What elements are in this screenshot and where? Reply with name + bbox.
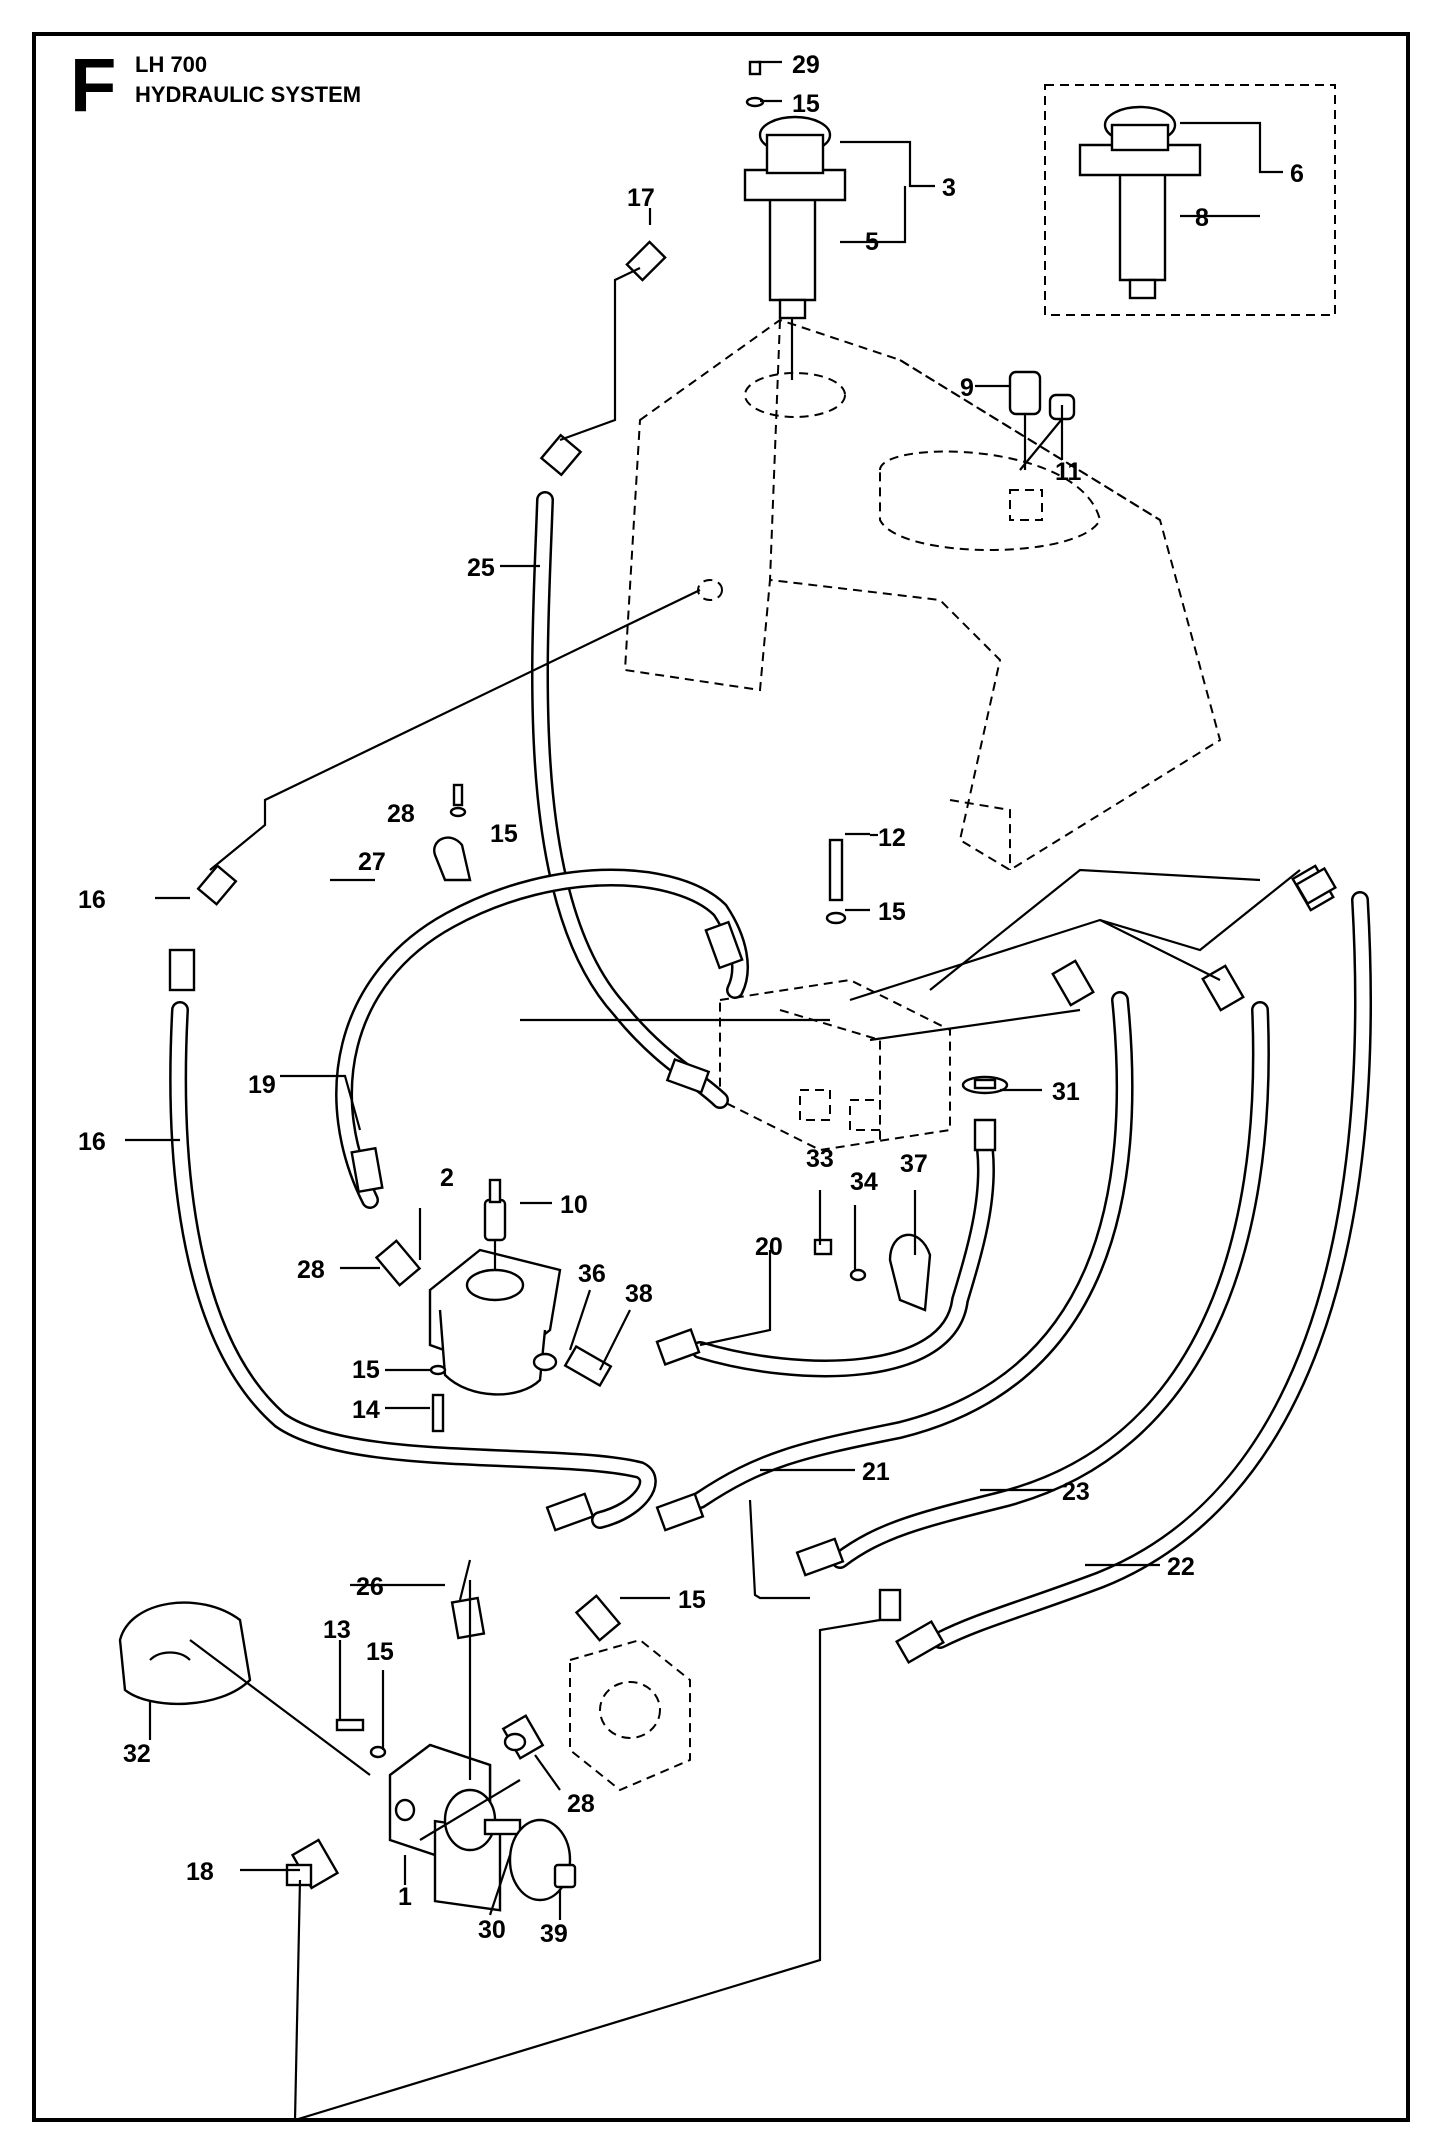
callout-28-upper: 28 (297, 1256, 325, 1284)
model-name: LH 700 (135, 52, 208, 77)
filter-inset-box (1044, 84, 1336, 316)
hose-17 (169, 1001, 657, 1529)
callout-34: 33 (806, 1145, 834, 1173)
diagram-title: HYDRAULIC SYSTEM (135, 82, 362, 107)
filter-housing-2 (428, 1178, 562, 1396)
callout-5: 5 (865, 228, 879, 256)
section-letter: F (70, 43, 117, 128)
control-valve-block (719, 838, 951, 1152)
callout-19: 18 (186, 1858, 214, 1886)
hose-fittings (168, 240, 1337, 1665)
motor-flange (569, 1594, 691, 1792)
hose-25 (531, 491, 729, 1109)
callout-38: 38 (625, 1280, 653, 1308)
callout-15-valve: 15 (878, 898, 906, 926)
callout-23: 22 (1167, 1553, 1195, 1581)
callout-25: 25 (467, 554, 495, 582)
callout-36: 36 (578, 1260, 606, 1288)
filter-fittings (374, 1239, 613, 1433)
hose-20 (335, 868, 749, 1209)
callout-24: 23 (1062, 1478, 1090, 1506)
callout-6: 6 (1290, 160, 1304, 188)
callout-16-right: 15 (678, 1586, 706, 1614)
hydraulic-tank-outline (623, 318, 1222, 872)
clamp-37 (813, 1233, 932, 1312)
callout-3: 3 (942, 174, 956, 202)
callout-15-filter: 15 (352, 1356, 380, 1384)
callout-2: 2 (440, 1164, 454, 1192)
callout-numbers: 29 15 3 5 6 8 17 9 11 25 28 15 27 12 15 … (78, 51, 1304, 1948)
callout-16-left: 16 (78, 886, 106, 914)
callout-26: 26 (356, 1573, 384, 1601)
callout-28-lower: 28 (567, 1790, 595, 1818)
callout-31: 30 (478, 1916, 506, 1944)
callout-30: 29 (792, 51, 820, 79)
callout-8: 8 (1195, 204, 1209, 232)
page-border (32, 32, 1410, 2122)
callout-35: 34 (850, 1168, 878, 1196)
return-filter-assembly (743, 60, 847, 380)
breather-cap-parts (1008, 370, 1076, 521)
callout-14: 14 (352, 1396, 380, 1424)
callout-17: 16 (78, 1128, 106, 1156)
callout-32: 31 (1052, 1078, 1080, 1106)
callout-10: 10 (560, 1191, 588, 1219)
leader-lines (125, 60, 1301, 2122)
callout-9: 9 (960, 374, 974, 402)
callout-15-clamp: 15 (490, 820, 518, 848)
callout-39: 39 (540, 1920, 568, 1948)
hose-23 (931, 891, 1372, 1649)
callout-20: 19 (248, 1071, 276, 1099)
callout-13: 13 (323, 1616, 351, 1644)
callout-33: 32 (123, 1740, 151, 1768)
callout-21: 20 (755, 1233, 783, 1261)
callout-27: 27 (358, 848, 386, 876)
callout-37: 37 (900, 1150, 928, 1178)
callout-18: 17 (627, 184, 655, 212)
clamp-27 (433, 783, 472, 882)
callout-11: 11 (1055, 458, 1082, 486)
callout-15-top: 15 (792, 90, 820, 118)
hose-22 (691, 991, 1134, 1509)
hose-24 (831, 1001, 1270, 1569)
callout-1: 1 (398, 1883, 412, 1911)
callout-29: 28 (387, 800, 415, 828)
hose-21 (691, 1141, 995, 1378)
hose-clamp-32 (961, 1075, 1009, 1152)
callout-12: 12 (878, 824, 906, 852)
pump-assembly (118, 1596, 577, 1912)
callout-15-pump: 15 (366, 1638, 394, 1666)
callout-22: 21 (862, 1458, 890, 1486)
